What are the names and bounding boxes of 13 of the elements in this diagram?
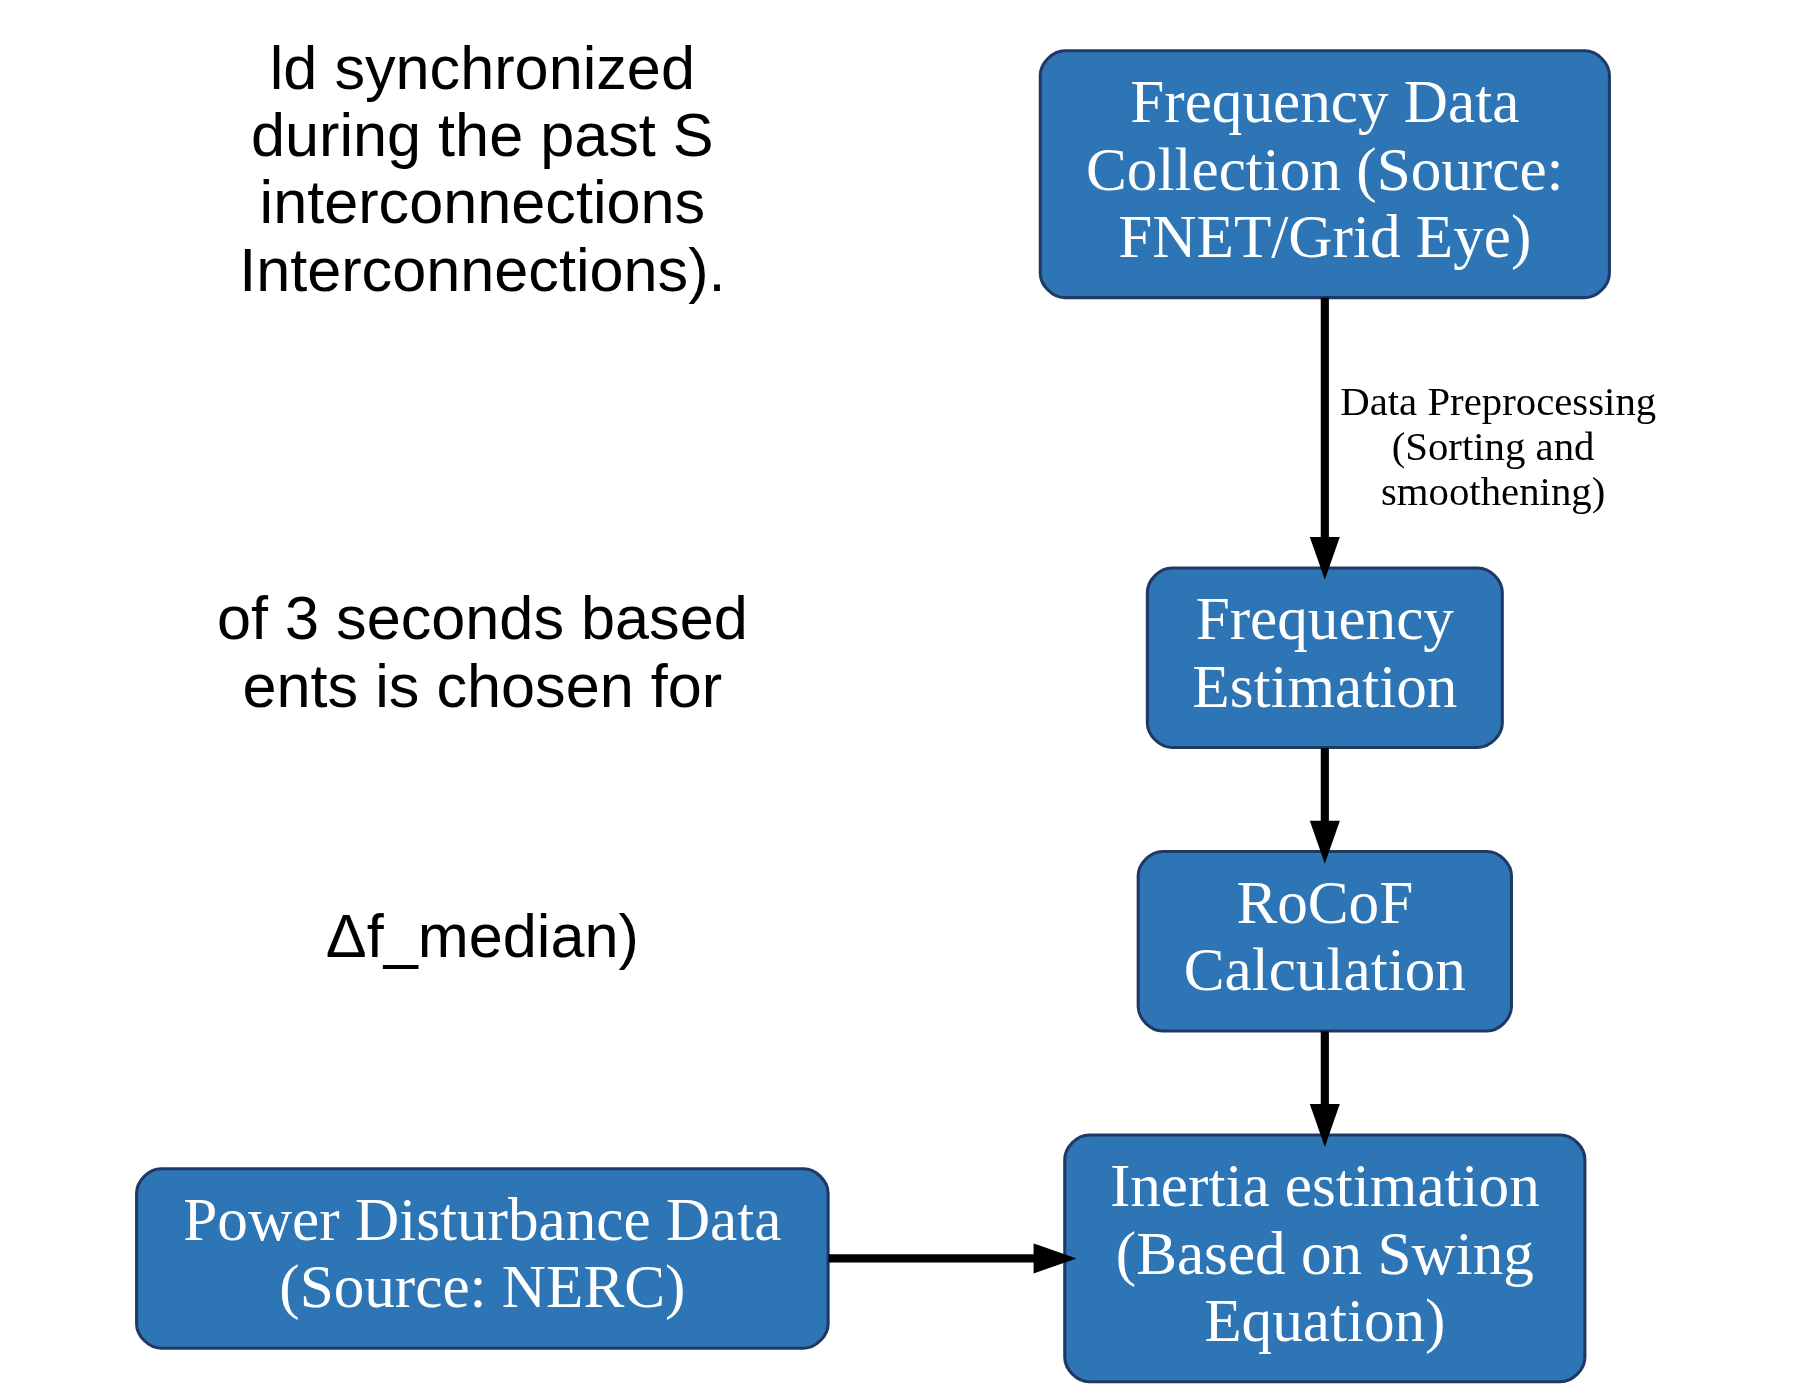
node-box: RoCoF Calculation bbox=[1136, 849, 1513, 1032]
edge-label: Data Preprocessing (Sorting and smoothening) bbox=[1339, 378, 1656, 514]
node-box: Frequency Estimation bbox=[1145, 565, 1504, 749]
arrow bbox=[1309, 297, 1340, 580]
arrow bbox=[1309, 1030, 1340, 1147]
arrow bbox=[828, 1242, 1077, 1273]
arrow bbox=[1309, 747, 1340, 864]
node-box: Frequency Data Collection (Source: FNET/Grid Eye) bbox=[1038, 48, 1611, 299]
label: Δf_median) bbox=[325, 901, 639, 970]
node-box: Power Disturbance Data (Source: NERC) bbox=[134, 1166, 830, 1350]
node-box: Inertia estimation (Based on Swing Equation) bbox=[1062, 1133, 1586, 1383]
label: ld synchronized during the past S interconnections Interconnections). bbox=[238, 33, 726, 303]
label: of 3 seconds based ents is chosen for bbox=[216, 583, 748, 720]
